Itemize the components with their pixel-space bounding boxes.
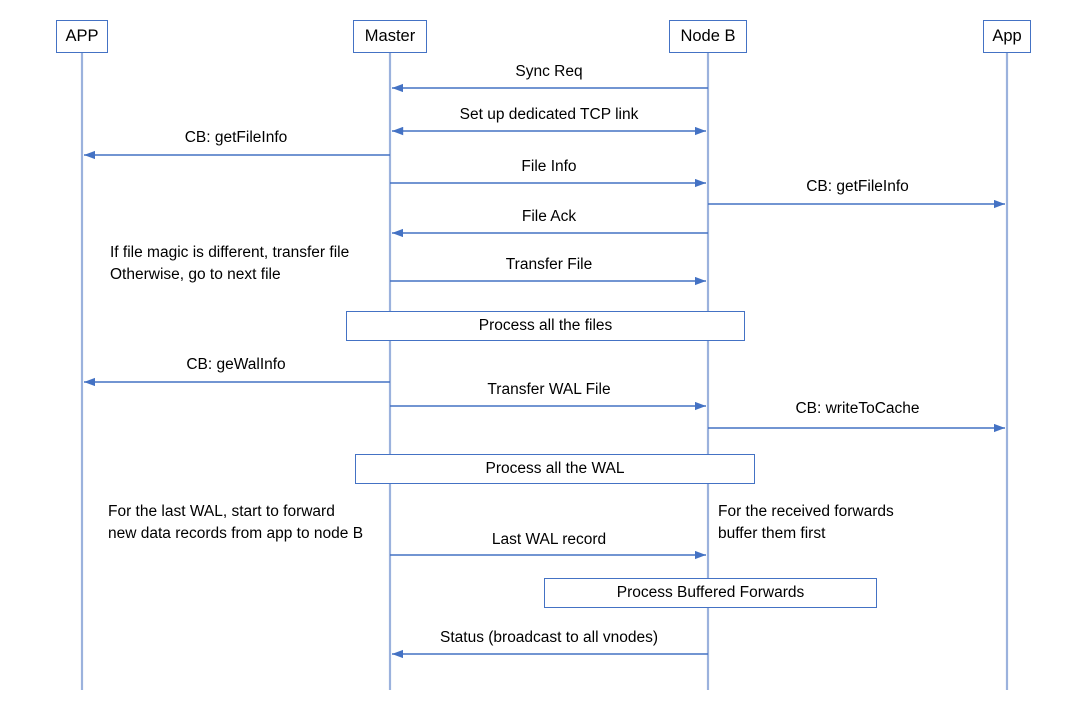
message-label: File Info — [521, 158, 577, 175]
participant-head-app_left[interactable]: APP — [56, 20, 108, 53]
message-label: CB: geWalInfo — [186, 356, 286, 373]
participant-label: Node B — [680, 27, 736, 46]
message-label: Sync Req — [515, 63, 583, 80]
annotation-note: If file magic is different, transfer fil… — [110, 244, 350, 284]
action-box[interactable]: Process all the files — [346, 311, 745, 341]
action-box-label: Process all the WAL — [485, 460, 625, 477]
lifelines-group — [80, 53, 1009, 690]
message-label: Transfer File — [505, 256, 593, 273]
participant-label: App — [992, 27, 1022, 46]
message-label: CB: writeToCache — [795, 400, 920, 417]
action-box[interactable]: Process Buffered Forwards — [544, 578, 877, 608]
action-box-label: Process all the files — [478, 317, 613, 334]
annotation-note: For the last WAL, start to forward new d… — [108, 503, 364, 543]
message-label: Transfer WAL File — [487, 381, 611, 398]
message-label: File Ack — [521, 208, 577, 225]
annotation-note: For the received forwards buffer them fi… — [718, 503, 894, 543]
action-box-label: Process Buffered Forwards — [616, 584, 805, 601]
action-box[interactable]: Process all the WAL — [355, 454, 755, 484]
message-label: Last WAL record — [491, 531, 607, 548]
message-label: CB: getFileInfo — [806, 178, 909, 195]
message-label: Set up dedicated TCP link — [459, 106, 639, 123]
participant-label: APP — [65, 27, 99, 46]
participant-label: Master — [364, 27, 416, 46]
participant-head-master[interactable]: Master — [353, 20, 427, 53]
message-arrows-group — [84, 83, 1005, 659]
message-label: Status (broadcast to all vnodes) — [440, 629, 658, 646]
participant-head-node_b[interactable]: Node B — [669, 20, 747, 53]
participant-head-app_right[interactable]: App — [983, 20, 1031, 53]
message-label: CB: getFileInfo — [184, 129, 288, 146]
